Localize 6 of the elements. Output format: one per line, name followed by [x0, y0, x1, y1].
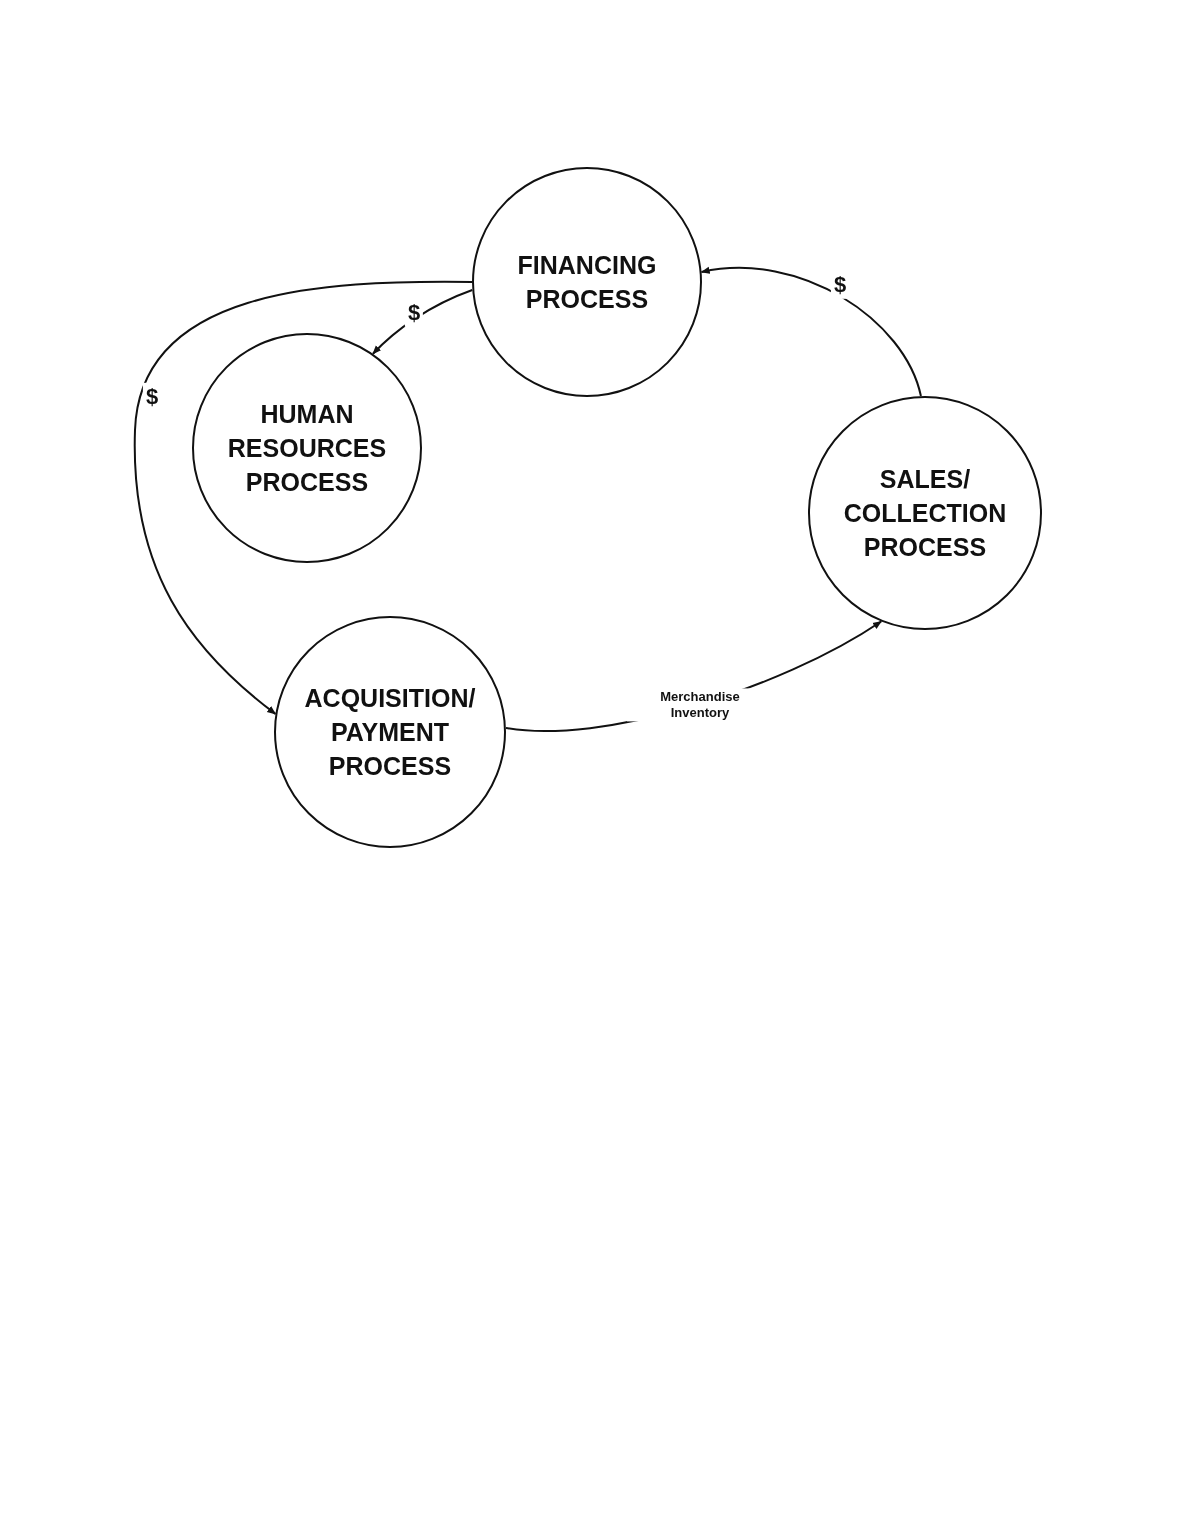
process-name: HUMAN RESOURCES PROCESS: [226, 399, 388, 498]
process-name: FINANCING PROCESS: [516, 250, 658, 315]
process-name: SALES/ COLLECTION PROCESS: [842, 464, 1008, 563]
process-name: ACQUISITION/ PAYMENT PROCESS: [303, 683, 477, 782]
arrow: [700, 267, 922, 398]
arrow: [134, 280, 473, 715]
